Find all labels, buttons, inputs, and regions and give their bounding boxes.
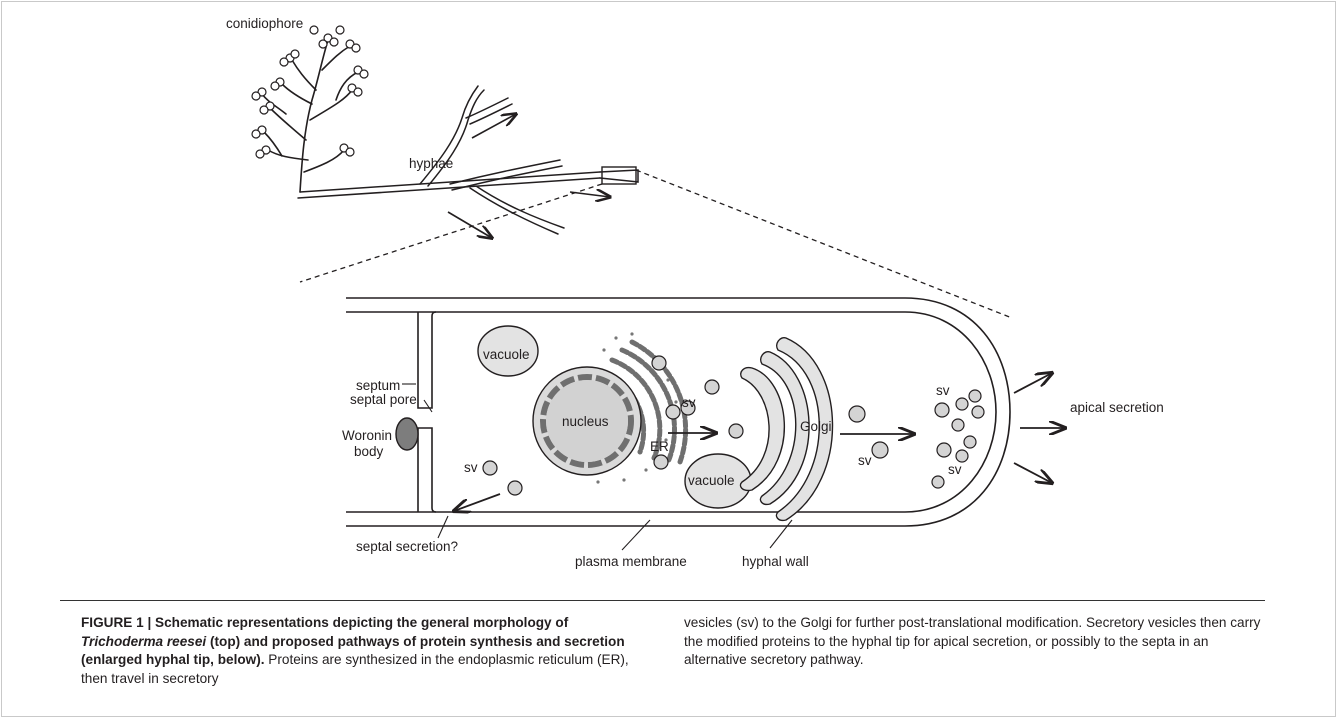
label-apical-secretion: apical secretion [1070, 400, 1164, 415]
label-golgi: Golgi [800, 419, 832, 434]
conidiophore-drawing [262, 40, 358, 192]
label-hyphae: hyphae [409, 156, 453, 171]
caption-divider [60, 600, 1265, 601]
label-vacuole-top: vacuole [483, 347, 530, 362]
label-sv-tip-top: sv [936, 383, 950, 398]
label-nucleus: nucleus [562, 414, 609, 429]
caption-species: Trichoderma reesei [81, 634, 206, 649]
caption-text-right: vesicles (sv) to the Golgi for further p… [684, 615, 1260, 667]
label-sv-septal: sv [464, 460, 478, 475]
label-plasma-membrane: plasma membrane [575, 554, 687, 569]
label-septal-secretion: septal secretion? [356, 539, 458, 554]
caption-right-column: vesicles (sv) to the Golgi for further p… [684, 614, 1274, 670]
label-woronin-body: body [354, 444, 384, 459]
label-sv-er: sv [682, 395, 696, 410]
label-conidiophore: conidiophore [226, 16, 303, 31]
label-sv-golgi: sv [858, 453, 872, 468]
septum-drawing [418, 312, 436, 512]
label-septum: septum [356, 378, 400, 393]
label-sv-tip-bottom: sv [948, 462, 962, 477]
caption-title-prefix: FIGURE 1 | Schematic representations dep… [81, 615, 568, 630]
label-er: ER [650, 439, 669, 454]
woronin-body [396, 418, 418, 450]
zoom-lines [300, 170, 1012, 318]
label-septal-pore: septal pore [350, 392, 417, 407]
label-woronin: Woronin [342, 428, 392, 443]
label-vacuole-bottom: vacuole [688, 473, 735, 488]
caption-left-column: FIGURE 1 | Schematic representations dep… [81, 614, 646, 688]
schematic-figure: conidiophore hyphae septum septal pore W… [0, 0, 1339, 590]
hyphae-drawing [298, 86, 638, 234]
label-hyphal-wall: hyphal wall [742, 554, 809, 569]
